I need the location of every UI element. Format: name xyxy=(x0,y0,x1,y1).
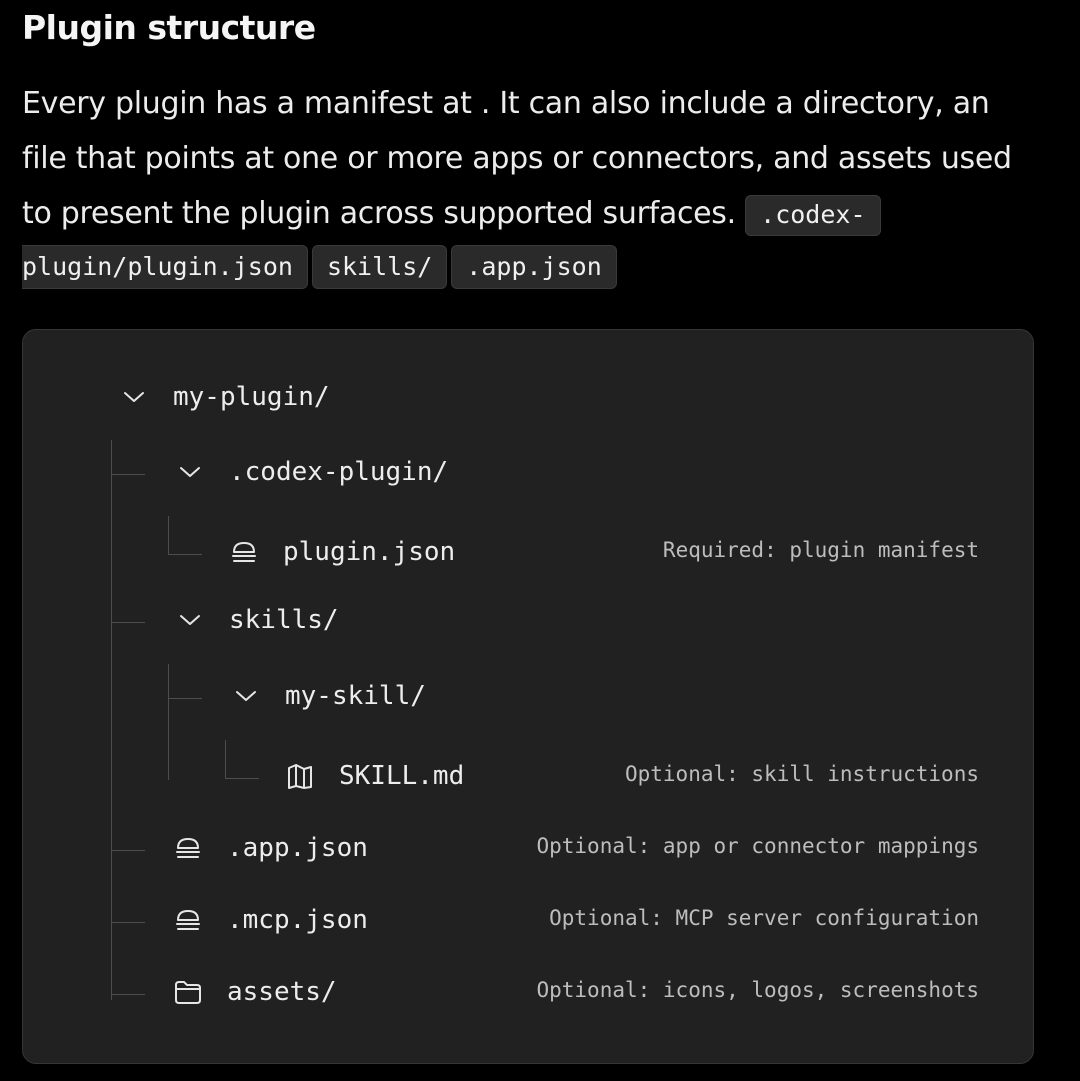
tree-row-my-skill[interactable]: my-skill/ xyxy=(231,676,426,716)
tree-desc-mcp-json: Optional: MCP server configuration xyxy=(549,906,979,930)
paragraph-line-3: to present the plugin across supported s… xyxy=(22,186,1042,242)
tree-branch-app-json xyxy=(111,850,145,851)
tree-branch-assets xyxy=(111,994,145,995)
tree-label-plugin-json: plugin.json xyxy=(283,537,456,567)
tree-row-plugin-json[interactable]: plugin.json xyxy=(229,532,979,572)
json-file-icon xyxy=(173,833,203,863)
tree-branch-plugin-json xyxy=(168,554,202,555)
tree-label-skills: skills/ xyxy=(229,605,339,635)
paragraph-line-1: Every plugin has a manifest at . It can … xyxy=(22,86,990,121)
tree-branch-skills xyxy=(111,622,145,623)
book-icon xyxy=(285,761,315,791)
tree-guide-my-skill xyxy=(225,740,226,778)
paragraph-line-3-text: to present the plugin across supported s… xyxy=(22,196,736,231)
chevron-down-icon xyxy=(175,605,205,635)
tree-desc-plugin-json: Required: plugin manifest xyxy=(662,538,979,562)
tree-branch-mcp-json xyxy=(111,922,145,923)
json-file-icon xyxy=(229,537,259,567)
tree-label-codex-plugin: .codex-plugin/ xyxy=(229,457,449,487)
tree-row-skills[interactable]: skills/ xyxy=(175,600,339,640)
folder-icon xyxy=(173,977,203,1007)
inline-code-chips: plugin/plugin.json skills/ .app.json xyxy=(22,245,617,289)
tree-row-app-json[interactable]: .app.json xyxy=(173,828,368,868)
tree-row-mcp-json[interactable]: .mcp.json xyxy=(173,900,368,940)
inline-code-codex-plugin: .codex- xyxy=(745,195,881,236)
chevron-down-icon xyxy=(175,457,205,487)
tree-row-codex-plugin[interactable]: .codex-plugin/ xyxy=(175,452,448,492)
tree-row-assets[interactable]: assets/ xyxy=(173,972,337,1012)
inline-code-skills: skills/ xyxy=(311,245,448,289)
tree-guide-codex-plugin xyxy=(168,516,169,554)
file-tree-panel: my-plugin/ .codex-plugin/ plugin.json Re… xyxy=(22,329,1034,1064)
tree-branch-my-skill xyxy=(168,698,202,699)
inline-code-app-json: .app.json xyxy=(451,245,617,289)
tree-row-my-plugin[interactable]: my-plugin/ xyxy=(119,377,330,417)
chevron-down-icon xyxy=(231,681,261,711)
tree-desc-app-json: Optional: app or connector mappings xyxy=(536,834,979,858)
json-file-icon xyxy=(173,905,203,935)
tree-label-my-skill: my-skill/ xyxy=(285,681,426,711)
tree-branch-codex-plugin xyxy=(111,474,145,475)
chevron-down-icon xyxy=(119,382,149,412)
inline-code-plugin-json: plugin/plugin.json xyxy=(22,245,308,289)
tree-guide-skills xyxy=(168,664,169,780)
paragraph-line-2: file that points at one or more apps or … xyxy=(22,141,1012,176)
section-heading: Plugin structure xyxy=(22,8,316,47)
tree-label-skill-md: SKILL.md xyxy=(339,761,465,791)
tree-label-mcp-json: .mcp.json xyxy=(227,905,368,935)
tree-branch-skill-md xyxy=(225,778,259,779)
tree-label-app-json: .app.json xyxy=(227,833,368,863)
tree-guide-root xyxy=(111,440,112,1000)
tree-desc-assets: Optional: icons, logos, screenshots xyxy=(536,978,979,1002)
tree-row-skill-md[interactable]: SKILL.md xyxy=(285,756,464,796)
tree-label-assets: assets/ xyxy=(227,977,337,1007)
tree-desc-skill-md: Optional: skill instructions xyxy=(624,762,979,786)
tree-label-my-plugin: my-plugin/ xyxy=(173,382,330,412)
intro-paragraph: Every plugin has a manifest at . It can … xyxy=(22,76,1042,242)
